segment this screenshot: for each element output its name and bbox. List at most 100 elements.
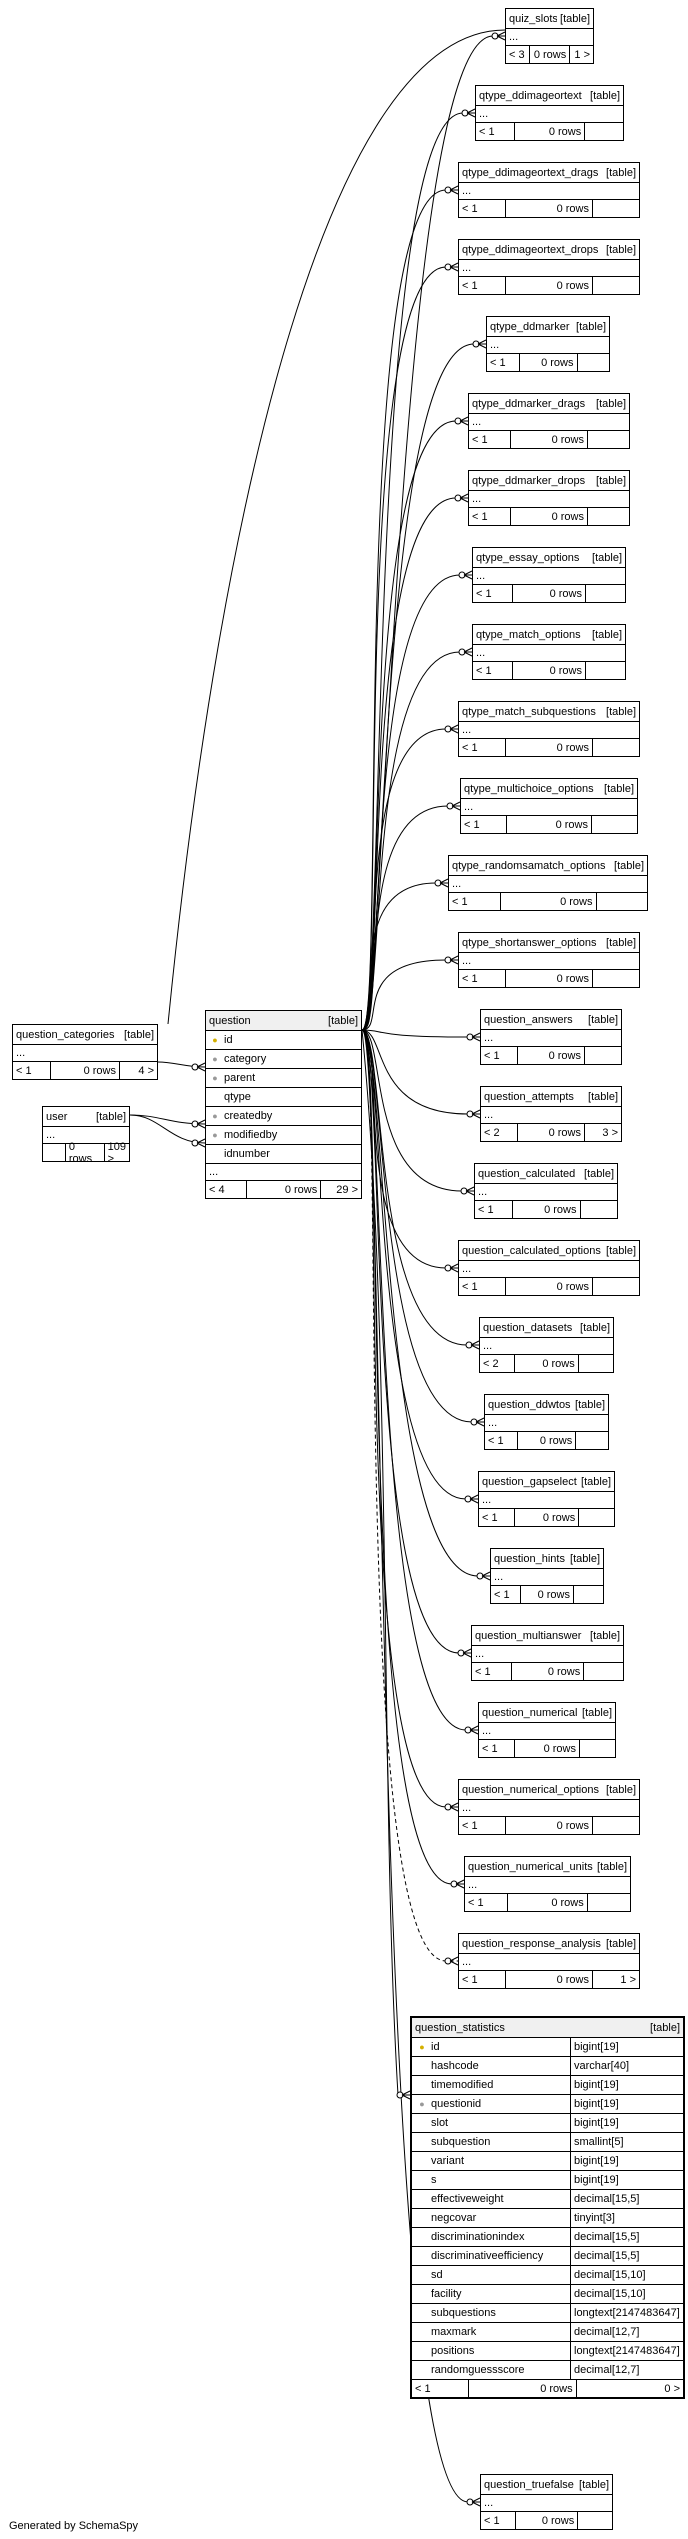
parents-link[interactable]: < 1 (459, 1971, 506, 1988)
parents-link[interactable]: < 1 (472, 1663, 512, 1680)
parents-link[interactable]: < 1 (479, 1740, 515, 1757)
children-link[interactable] (592, 739, 639, 756)
parents-link[interactable]: < 1 (469, 431, 511, 448)
parents-link[interactable]: < 1 (459, 739, 506, 756)
parents-link[interactable]: < 1 (473, 585, 513, 602)
column-row[interactable]: ●category (206, 1050, 361, 1069)
parents-link[interactable]: < 1 (459, 277, 506, 294)
children-link[interactable] (592, 200, 639, 217)
children-link[interactable] (592, 970, 639, 987)
parents-link[interactable]: < 1 (481, 1047, 518, 1064)
parents-link[interactable]: < 1 (473, 662, 513, 679)
children-link[interactable]: 1 > (592, 1971, 639, 1988)
children-link[interactable] (577, 1355, 613, 1372)
children-link[interactable] (592, 1278, 639, 1295)
children-link[interactable] (575, 1432, 608, 1449)
children-link[interactable] (584, 1047, 621, 1064)
parents-link[interactable]: < 1 (461, 816, 507, 833)
children-link[interactable] (579, 1201, 618, 1218)
column-row[interactable]: ●id (206, 1031, 361, 1050)
parents-link[interactable]: < 1 (13, 1062, 51, 1079)
children-link[interactable] (573, 1586, 603, 1603)
children-link[interactable] (586, 1894, 630, 1911)
parents-link[interactable]: < 1 (449, 893, 501, 910)
children-link[interactable] (577, 2512, 612, 2529)
parents-link[interactable]: < 1 (465, 1894, 509, 1911)
children-link[interactable] (585, 585, 625, 602)
children-link[interactable] (584, 123, 623, 140)
column-row[interactable]: ●createdby (206, 1107, 361, 1126)
column-row[interactable]: ●parent (206, 1069, 361, 1088)
parents-link[interactable]: < 1 (412, 2380, 470, 2397)
children-link[interactable] (591, 816, 637, 833)
parents-link[interactable]: < 3 (506, 46, 530, 63)
parents-link[interactable]: < 1 (491, 1586, 521, 1603)
children-link[interactable] (592, 277, 639, 294)
children-link[interactable] (585, 662, 625, 679)
parents-link[interactable]: < 1 (475, 1201, 513, 1218)
children-link[interactable] (576, 354, 610, 371)
parents-link[interactable]: < 1 (469, 508, 511, 525)
parents-link[interactable]: < 1 (459, 1817, 506, 1834)
parents-link[interactable]: < 2 (481, 1124, 518, 1141)
parents-link[interactable]: < 1 (459, 1278, 506, 1295)
children-link[interactable] (587, 508, 629, 525)
children-link[interactable]: 109 > (103, 1141, 129, 1165)
table-question-calculated-options[interactable]: question_calculated_options[table]...< 1… (458, 1240, 640, 1296)
table-qtype-randomsamatch-options[interactable]: qtype_randomsamatch_options[table]...< 1… (448, 855, 648, 911)
parents-link[interactable]: < 1 (487, 354, 520, 371)
column-row[interactable]: ●modifiedby (206, 1126, 361, 1145)
children-link[interactable]: 4 > (119, 1062, 157, 1079)
parents-link[interactable]: < 2 (480, 1355, 516, 1372)
children-link[interactable]: 0 > (664, 2382, 681, 2395)
children-link[interactable] (595, 893, 648, 910)
parents-link[interactable]: < 1 (481, 2512, 516, 2529)
children-link[interactable]: 1 > (569, 46, 593, 63)
parents-link[interactable]: < 1 (459, 200, 506, 217)
children-link[interactable] (587, 431, 629, 448)
column-row[interactable]: idnumber (206, 1145, 361, 1164)
column-row[interactable]: qtype (206, 1088, 361, 1107)
parents-link[interactable]: < 1 (479, 1509, 515, 1526)
parents-link[interactable]: < 1 (459, 970, 506, 987)
children-link[interactable] (583, 1663, 623, 1680)
children-link[interactable] (578, 1509, 614, 1526)
